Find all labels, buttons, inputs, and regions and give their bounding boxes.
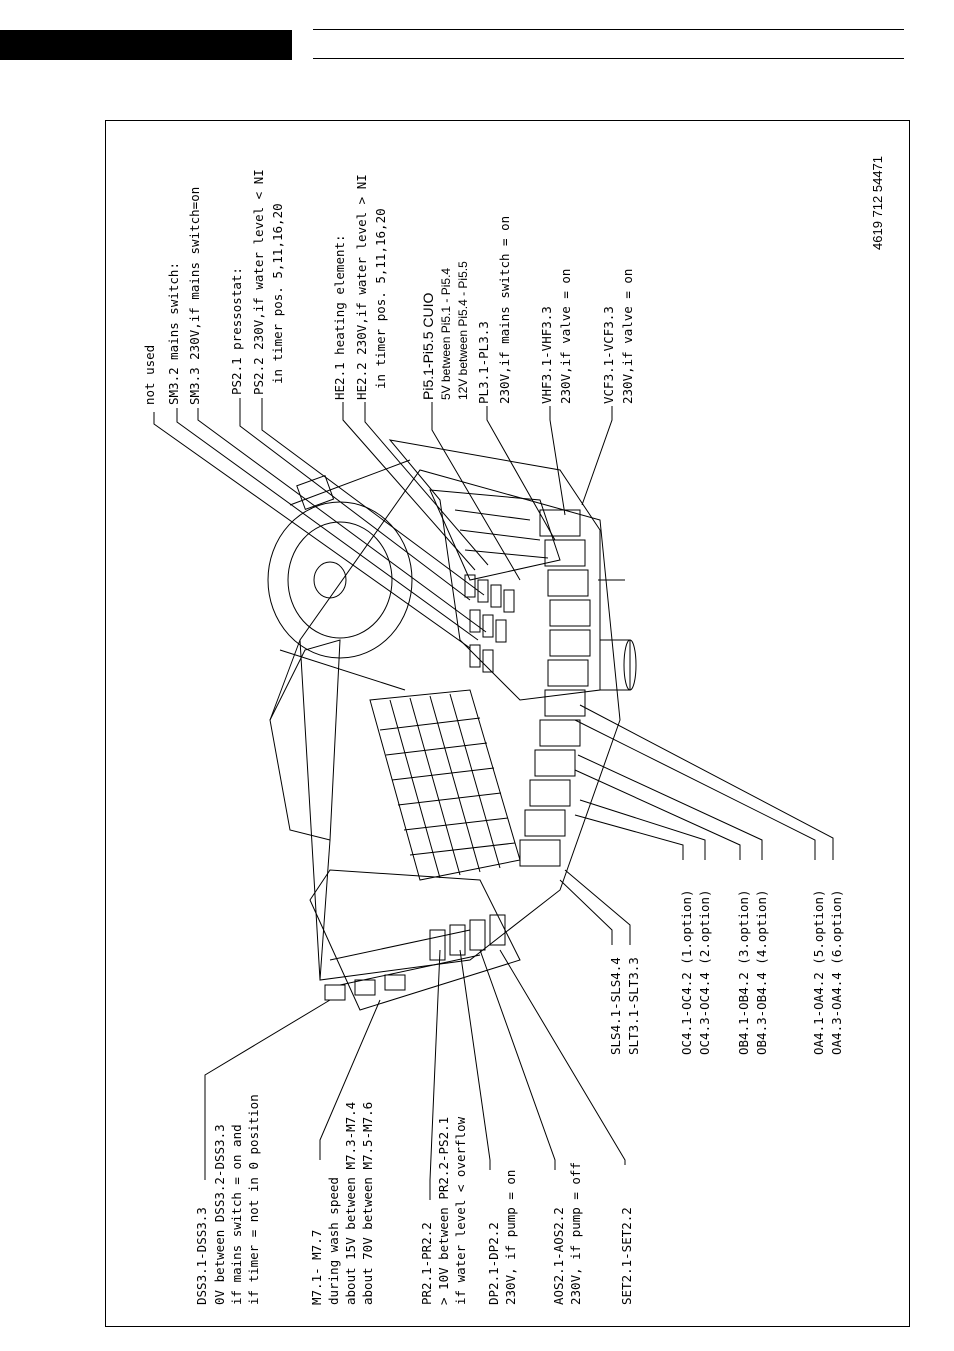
leader-lines <box>153 398 834 1200</box>
label-pr2-line3: if water level < overflow <box>453 1116 468 1305</box>
label-pi5-line2: 5V between Pi5.1 - Pi5.4 <box>439 268 453 400</box>
label-he2-line2: HE2.2 230V,if water level > NI <box>354 174 369 400</box>
label-pl3-line1: PL3.1-PL3.3 <box>476 321 491 404</box>
label-vhf3-line1: VHF3.1-VHF3.3 <box>539 306 554 404</box>
label-m7-line4: about 70V between M7.5-M7.6 <box>360 1102 375 1305</box>
header-black-bar <box>0 30 292 60</box>
label-ps2-line3: in timer pos. 5,11,16,20 <box>270 203 285 384</box>
label-ob4-line1: OB4.1-OB4.2 (3.option) <box>736 889 751 1055</box>
label-he2-line1: HE2.1 heating element: <box>332 234 347 400</box>
label-dss3-line2: 0V between DSS3.2-DSS3.3 <box>212 1124 227 1305</box>
timer-unit-drawing <box>267 439 637 1011</box>
label-aos2-line2: 230V, if pump = off <box>568 1162 583 1305</box>
label-sm3-line1: SM3.2 mains switch: <box>166 262 181 405</box>
label-dp2-line1: DP2.1-DP2.2 <box>486 1222 501 1305</box>
label-dss3-line1: DSS3.1-DSS3.3 <box>194 1207 209 1305</box>
label-aos2-line1: AOS2.1-AOS2.2 <box>551 1207 566 1305</box>
label-oa4-line2: OA4.3-OA4.4 (6.option) <box>829 889 844 1055</box>
label-sm3-line2: SM3.3 230V,if mains switch=on <box>187 187 202 405</box>
label-ps2-line1: PS2.1 pressostat: <box>229 267 244 395</box>
label-not-used: not used <box>142 345 157 405</box>
label-oa4-line1: OA4.1-OA4.2 (5.option) <box>811 889 826 1055</box>
label-ob4-line2: OB4.3-OB4.4 (4.option) <box>754 889 769 1055</box>
label-dp2-line2: 230V, if pump = on <box>503 1170 518 1305</box>
label-vhf3-line2: 230V,if valve = on <box>558 269 573 404</box>
label-ps2-line2: PS2.2 230V,if water level < NI <box>251 169 266 395</box>
header-rule-top <box>313 29 904 30</box>
label-vcf3-line1: VCF3.1-VCF3.3 <box>601 306 616 404</box>
doc-number: 4619 712 54471 <box>870 156 885 250</box>
label-slt3: SLT3.1-SLT3.3 <box>626 957 641 1055</box>
label-pl3-line2: 230V,if mains switch = on <box>497 216 512 404</box>
bottom-labels: DSS3.1-DSS3.3 0V between DSS3.2-DSS3.3 i… <box>194 889 844 1305</box>
label-oc4-line2: OC4.3-OC4.4 (2.option) <box>697 889 712 1055</box>
label-he2-line3: in timer pos. 5,11,16,20 <box>373 208 388 389</box>
label-pi5-line1: Pi5.1-Pi5.5 CUIO <box>420 293 436 400</box>
diagram-frame <box>105 120 910 1327</box>
label-sls4: SLS4.1-SLS4.4 <box>608 957 623 1055</box>
label-dss3-line4: if timer = not in 0 position <box>246 1094 261 1305</box>
label-pi5-line3: 12V between Pi5.4 - Pi5.5 <box>456 261 470 400</box>
label-vcf3-line2: 230V,if valve = on <box>620 269 635 404</box>
label-m7-line2: during wash speed <box>326 1177 341 1305</box>
label-m7-line1: M7.1- M7.7 <box>309 1230 324 1305</box>
top-labels: not used SM3.2 mains switch: SM3.3 230V,… <box>142 156 885 405</box>
label-dss3-line3: if mains switch = on and <box>229 1124 244 1305</box>
label-pr2-line1: PR2.1-PR2.2 <box>419 1222 434 1305</box>
label-set2: SET2.1-SET2.2 <box>619 1207 634 1305</box>
label-m7-line3: about 15V between M7.3-M7.4 <box>343 1102 358 1305</box>
label-oc4-line1: OC4.1-OC4.2 (1.option) <box>679 889 694 1055</box>
header-rule-bottom <box>313 58 904 59</box>
label-pr2-line2: > 10V between PR2.2-PS2.1 <box>436 1117 451 1305</box>
